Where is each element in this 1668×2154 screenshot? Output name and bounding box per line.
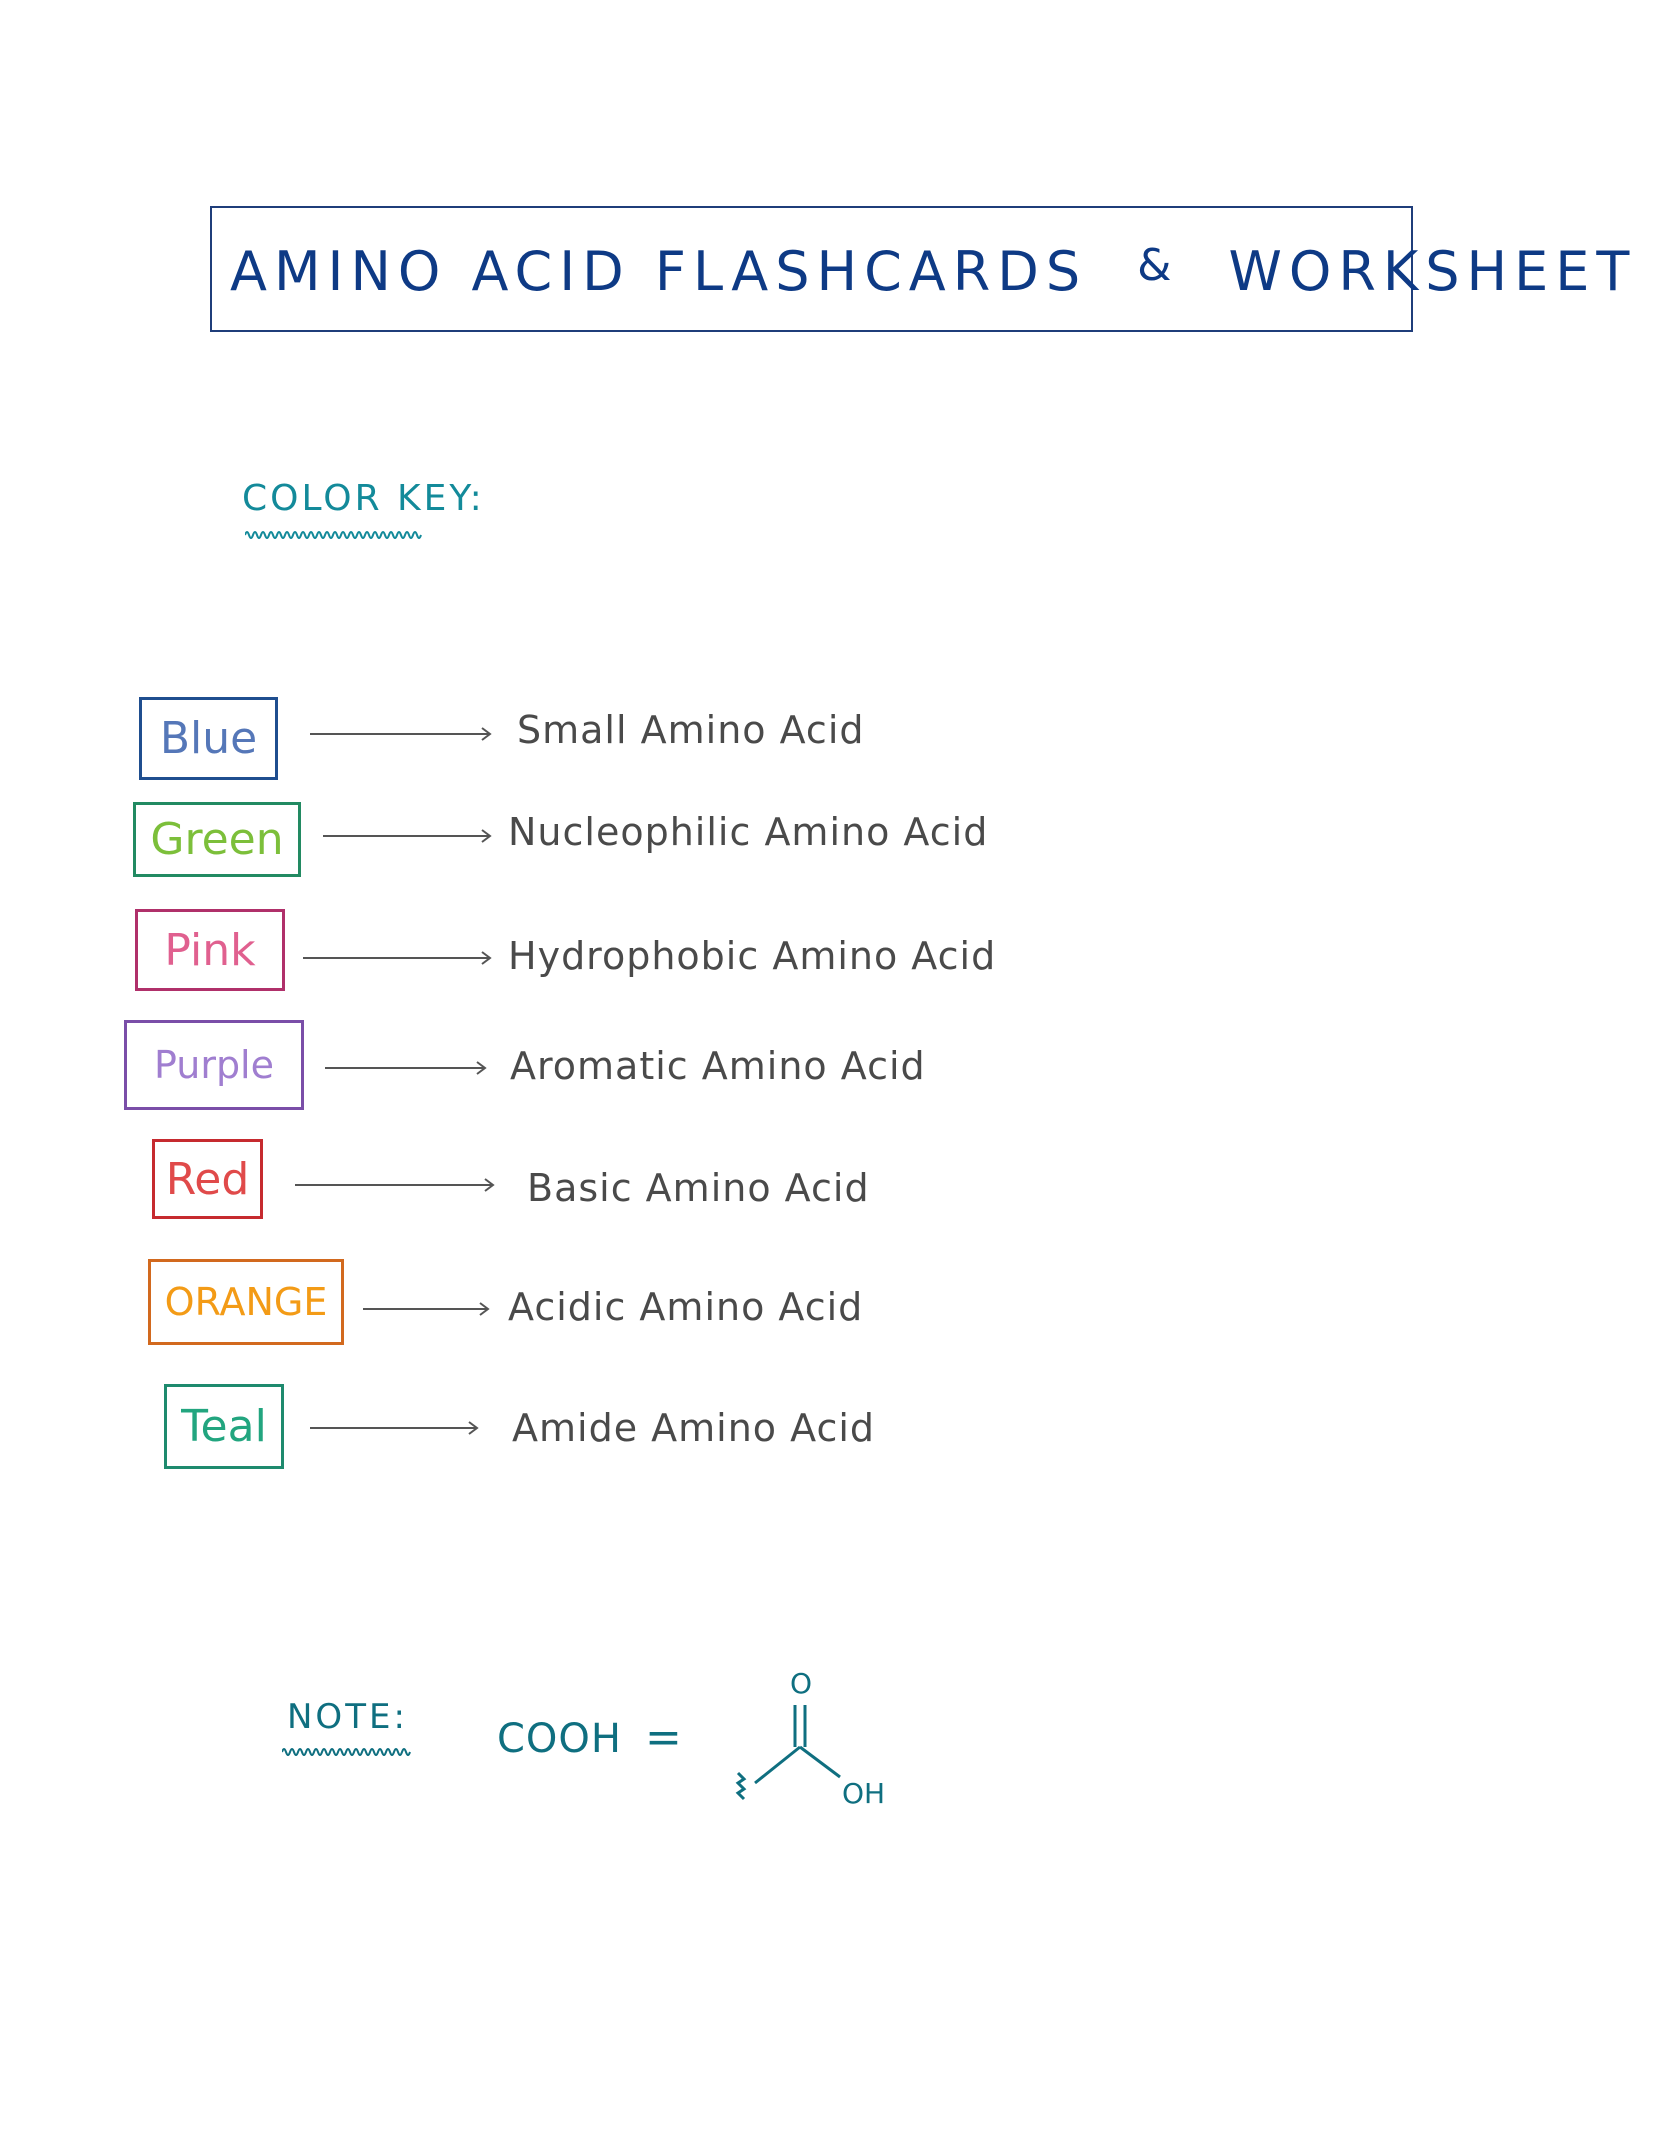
color-swatch-orange: ORANGE	[148, 1259, 344, 1345]
page-title: AMINO ACID FLASHCARDS & WORKSHEET	[230, 240, 1629, 303]
arrow-icon	[363, 1302, 490, 1316]
note-underline-squiggle	[282, 1748, 411, 1756]
title-part-2: WORKSHEET	[1228, 240, 1637, 303]
arrow-icon	[325, 1061, 487, 1075]
title-box: AMINO ACID FLASHCARDS & WORKSHEET	[210, 206, 1629, 332]
cooh-formula: COOH	[497, 1716, 622, 1762]
arrow-icon	[310, 727, 492, 741]
color-swatch-blue: Blue	[139, 697, 278, 780]
color-key-description: Hydrophobic Amino Acid	[508, 934, 997, 978]
title-part-1: AMINO ACID FLASHCARDS	[230, 240, 1088, 303]
arrow-icon	[310, 1421, 479, 1435]
hydroxyl-label: OH	[842, 1777, 885, 1810]
hydroxyl-bond	[799, 1745, 841, 1779]
color-swatch-purple: Purple	[124, 1020, 304, 1110]
ampersand-glyph: &	[1137, 240, 1179, 291]
color-key-description: Nucleophilic Amino Acid	[508, 810, 989, 854]
color-key-description: Aromatic Amino Acid	[510, 1044, 926, 1088]
wavy-attachment-bond	[735, 1771, 747, 1801]
alpha-bond	[754, 1745, 801, 1785]
color-swatch-green: Green	[133, 802, 301, 877]
carbonyl-oxygen-label: O	[790, 1667, 812, 1700]
color-key-heading: COLOR KEY:	[242, 478, 485, 519]
color-key-description: Acidic Amino Acid	[508, 1285, 864, 1329]
color-key-underline-squiggle	[245, 531, 422, 539]
arrow-icon	[303, 951, 492, 965]
color-swatch-pink: Pink	[135, 909, 285, 991]
color-key-description: Small Amino Acid	[517, 708, 865, 752]
color-swatch-red: Red	[152, 1139, 263, 1219]
color-key-description: Basic Amino Acid	[527, 1166, 870, 1210]
equals-sign: =	[645, 1712, 682, 1763]
arrow-icon	[323, 829, 492, 843]
carboxylic-acid-structure: O OH	[735, 1667, 885, 1810]
note-heading: NOTE:	[287, 1697, 408, 1737]
color-key-description: Amide Amino Acid	[512, 1406, 876, 1450]
color-swatch-teal: Teal	[164, 1384, 284, 1469]
arrow-icon	[295, 1178, 495, 1192]
